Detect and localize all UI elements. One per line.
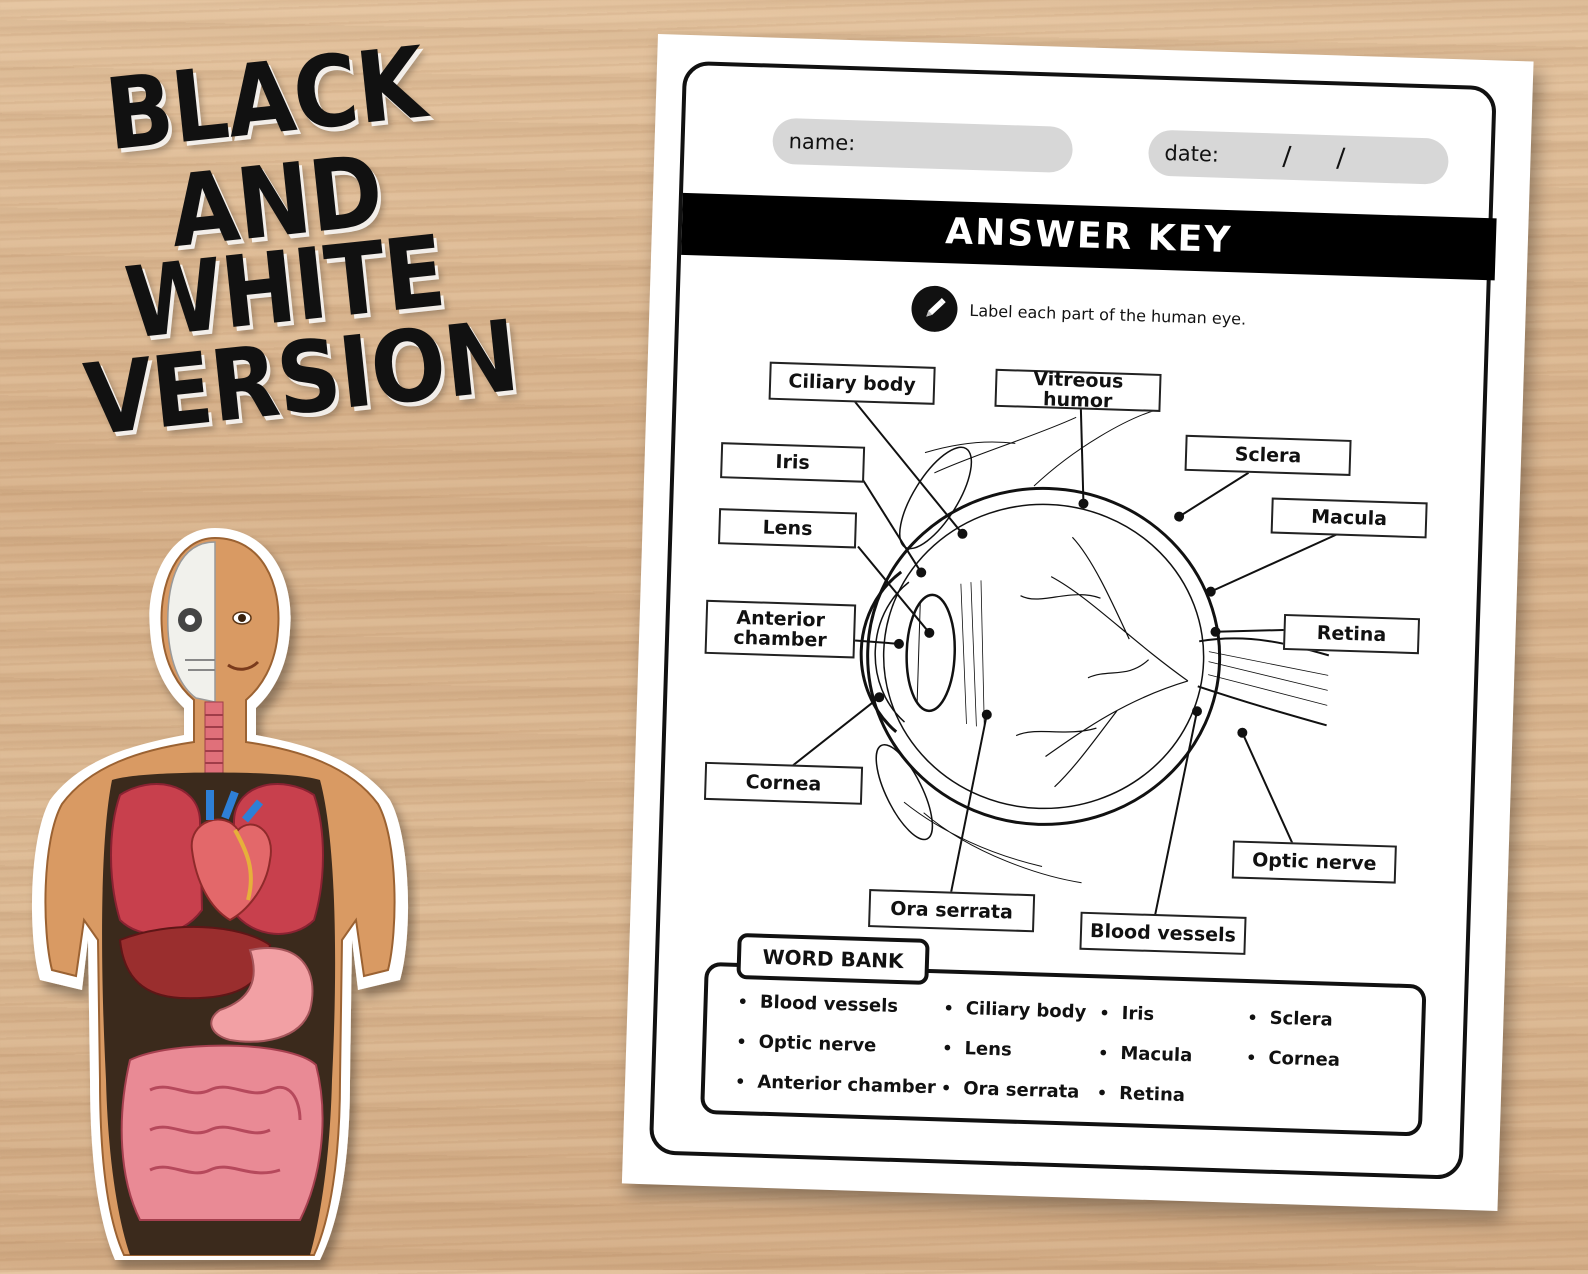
instruction-row: Label each part of the human eye. (910, 284, 1247, 342)
word-bank: WORD BANK Blood vessels Ciliary body Iri… (700, 932, 1427, 1137)
label-blood-vessels: Blood vessels (1079, 911, 1247, 955)
headline: BLACK AND WHITE VERSION (52, 25, 522, 458)
word-bank-title: WORD BANK (736, 932, 930, 985)
word-bank-item: Blood vessels (737, 991, 899, 1017)
eye-illustration (788, 393, 1348, 919)
date-field[interactable]: date: / / (1147, 129, 1450, 185)
word-bank-item: Lens (942, 1037, 1012, 1060)
word-bank-item: Anterior chamber (735, 1071, 936, 1099)
label-iris: Iris (720, 442, 866, 483)
label-retina: Retina (1282, 613, 1421, 655)
date-label: date: (1164, 140, 1220, 167)
label-cornea: Cornea (703, 761, 864, 805)
word-bank-item: Optic nerve (736, 1031, 876, 1057)
label-sclera: Sclera (1184, 434, 1352, 476)
date-slash-1: / (1281, 141, 1292, 172)
word-bank-item: Macula (1098, 1042, 1192, 1066)
answer-key-banner: ANSWER KEY (681, 192, 1497, 281)
name-label: name: (788, 129, 856, 156)
worksheet-paper: name: date: / / ANSWER KEY Label each pa… (621, 34, 1534, 1211)
word-bank-item: Ora serrata (941, 1077, 1080, 1103)
worksheet-frame: name: date: / / ANSWER KEY Label each pa… (648, 60, 1497, 1180)
label-ora-serrata: Ora serrata (868, 889, 1036, 933)
eye-diagram: Ciliary body Vitreous humor Sclera Iris … (659, 325, 1492, 970)
label-ciliary-body: Ciliary body (768, 361, 936, 405)
label-anterior-chamber: Anterior chamber (704, 599, 857, 659)
name-field[interactable]: name: (771, 117, 1074, 174)
word-bank-item: Iris (1099, 1002, 1154, 1025)
label-optic-nerve: Optic nerve (1231, 840, 1397, 884)
label-macula: Macula (1270, 497, 1428, 539)
word-bank-item: Retina (1097, 1082, 1185, 1106)
word-bank-item: Cornea (1246, 1047, 1340, 1071)
anatomy-figure-svg (31, 528, 409, 1260)
label-lens: Lens (718, 508, 858, 549)
word-bank-item: Sclera (1247, 1007, 1333, 1031)
label-vitreous-humor: Vitreous humor (994, 368, 1162, 412)
instruction-text: Label each part of the human eye. (969, 300, 1247, 329)
date-slash-2: / (1335, 143, 1346, 174)
pencil-icon (910, 285, 959, 333)
anatomy-figure-illustration (20, 520, 420, 1270)
word-bank-item: Ciliary body (943, 997, 1086, 1023)
